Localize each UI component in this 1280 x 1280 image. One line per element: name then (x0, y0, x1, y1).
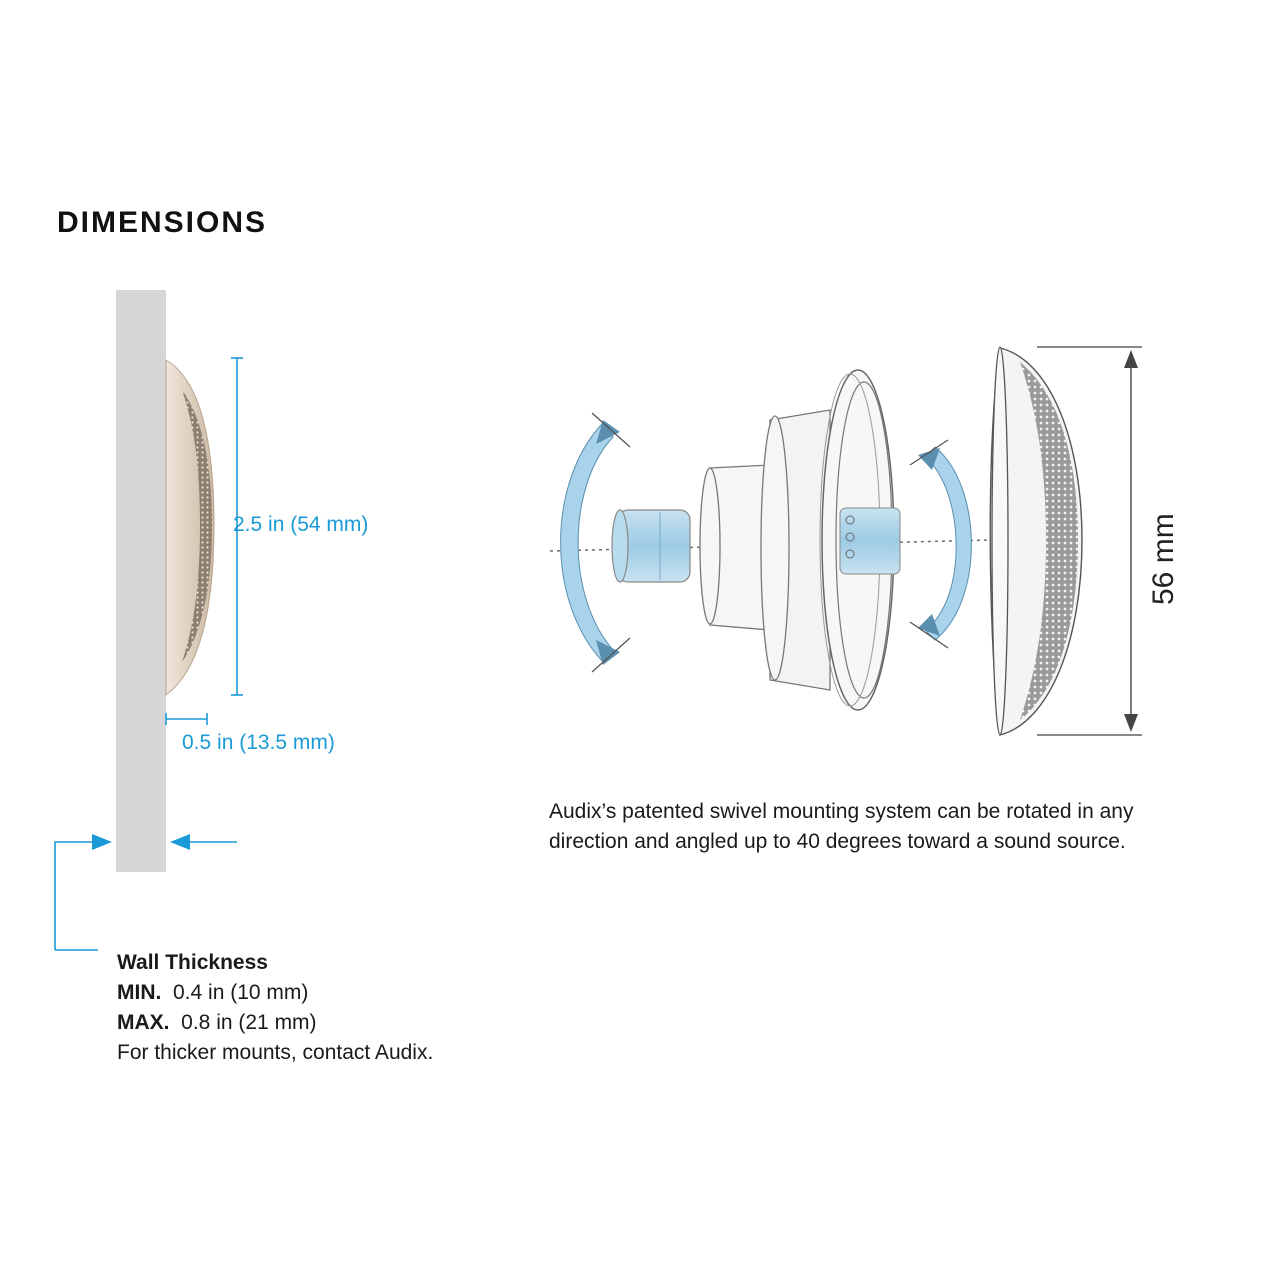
wall-thickness-right-arrow (170, 834, 237, 850)
right-swivel-arc (909, 439, 972, 649)
wall-thickness-info: Wall Thickness MIN. 0.4 in (10 mm) MAX. … (117, 948, 433, 1068)
wall-thickness-min: MIN. 0.4 in (10 mm) (117, 978, 433, 1008)
left-swivel-arc (560, 412, 631, 673)
height-dimension-56mm (1037, 346, 1142, 736)
center-axis (549, 539, 991, 552)
wall-thickness-note: For thicker mounts, contact Audix. (117, 1041, 434, 1064)
exploded-height-label: 56 mm (1147, 513, 1180, 605)
wall-thickness-heading: Wall Thickness (117, 951, 268, 974)
wall-thickness-max: MAX. 0.8 in (21 mm) (117, 1008, 433, 1038)
height-dimension-label: 2.5 in (54 mm) (233, 513, 369, 536)
ring-flange (819, 369, 901, 711)
grille-cap (989, 346, 1083, 736)
min-value: 0.4 in (10 mm) (173, 981, 309, 1004)
side-view (54, 290, 243, 951)
swivel-cylinder (611, 509, 691, 583)
wall-thickness-left-arrow (54, 834, 112, 951)
swivel-caption: Audix’s patented swivel mounting system … (549, 800, 1134, 853)
exploded-view (549, 346, 1142, 736)
page-title: DIMENSIONS (57, 206, 268, 239)
max-value: 0.8 in (21 mm) (181, 1011, 317, 1034)
depth-dimension-label: 0.5 in (13.5 mm) (182, 731, 335, 754)
max-label: MAX. (117, 1011, 170, 1034)
min-label: MIN. (117, 981, 162, 1004)
wall (116, 290, 166, 872)
mounting-base (699, 409, 831, 691)
mic-side-grille (182, 390, 212, 662)
